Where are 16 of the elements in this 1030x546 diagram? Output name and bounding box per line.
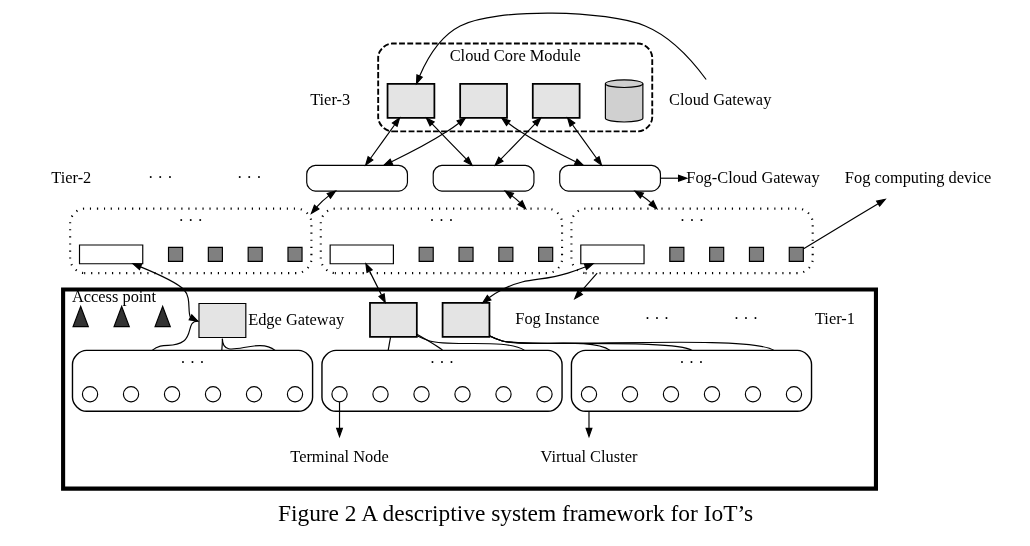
label: Tier-2 bbox=[50, 167, 91, 187]
label: Tier-1 bbox=[814, 309, 855, 329]
label: Tier-3 bbox=[309, 90, 350, 110]
caption: Figure 2 A descriptive system framework for IoT’s bbox=[277, 500, 753, 527]
node-text: Fog computing device bbox=[844, 167, 991, 187]
node-text: Fog-Cloud Gateway bbox=[685, 167, 820, 187]
label: · · · bbox=[147, 167, 173, 187]
node-text: Virtual Cluster bbox=[540, 447, 637, 467]
node-text: Fog Instance bbox=[514, 309, 599, 329]
node-text: Cloud Gateway bbox=[668, 90, 771, 110]
node-text: Terminal Node bbox=[289, 447, 389, 467]
label: · · · bbox=[644, 309, 669, 329]
node-label: Edge Gateway bbox=[247, 309, 344, 329]
label: · · · bbox=[236, 167, 262, 187]
label: · · · bbox=[733, 309, 758, 329]
node-label: Access point bbox=[71, 287, 156, 307]
